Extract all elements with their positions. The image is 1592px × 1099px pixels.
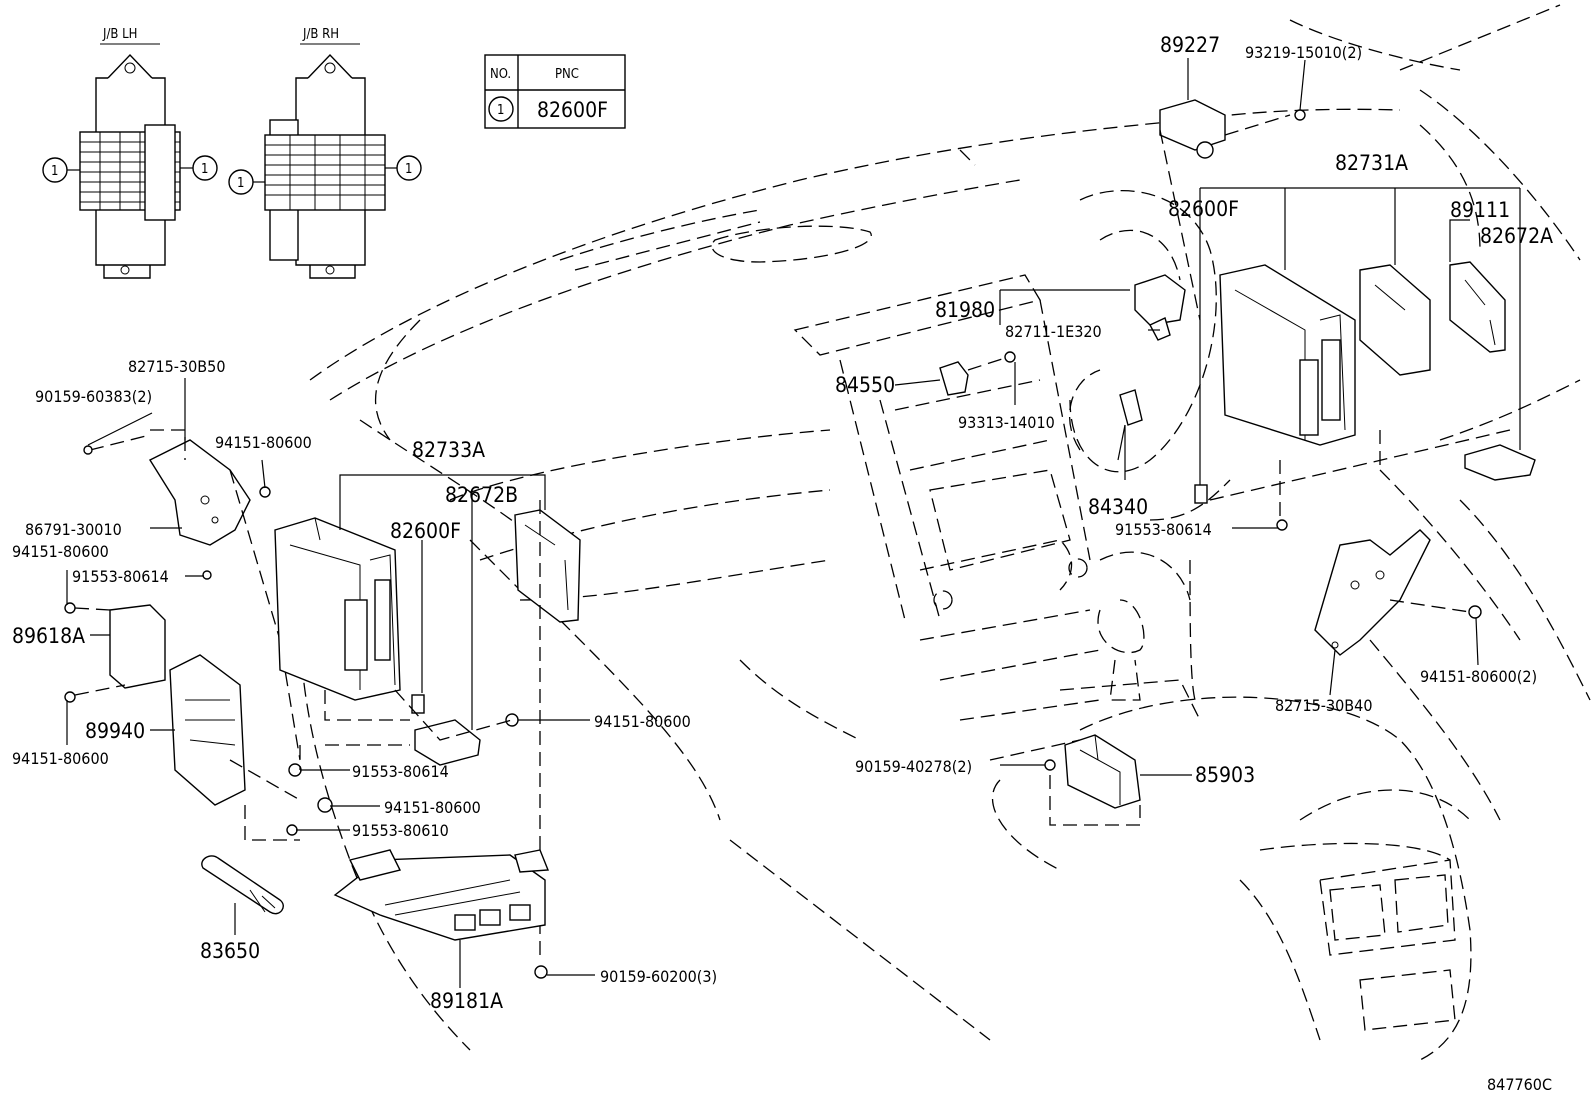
label-94151-80600-c: 94151-80600 <box>12 749 109 768</box>
label-89227: 89227 <box>1160 33 1220 57</box>
label-85903: 85903 <box>1195 763 1255 787</box>
label-94151-80600-b: 94151-80600 <box>12 542 109 561</box>
pnc-header-pnc: PNC <box>555 67 579 82</box>
label-94151-80600-e: 94151-80600 <box>384 798 481 817</box>
label-91553-80614-b: 91553-80614 <box>352 762 449 781</box>
label-91553-80614-a: 91553-80614 <box>72 567 169 586</box>
pnc-header-no: NO. <box>490 67 511 82</box>
label-91553-80610: 91553-80610 <box>352 821 449 840</box>
label-82733A: 82733A <box>412 438 485 462</box>
label-82672B: 82672B <box>445 483 518 507</box>
jb-lh-ref-left: 1 <box>51 164 58 179</box>
label-94151-80600-d: 94151-80600 <box>594 712 691 731</box>
label-89940: 89940 <box>85 719 145 743</box>
label-90159-60383: 90159-60383(2) <box>35 387 152 406</box>
jb-rh-ref-left: 1 <box>237 176 244 191</box>
label-82731A: 82731A <box>1335 151 1408 175</box>
label-82715-30B50: 82715-30B50 <box>128 357 225 376</box>
label-86791-30010: 86791-30010 <box>25 520 122 539</box>
center-left-modules <box>274 500 581 979</box>
pnc-row-no: 1 <box>497 103 504 118</box>
label-89181A: 89181A <box>430 989 503 1013</box>
label-82672A: 82672A <box>1480 224 1553 248</box>
label-91553-80614-c: 91553-80614 <box>1115 520 1212 539</box>
pnc-table: NO. PNC 1 82600F <box>484 54 626 129</box>
junction-block-rh: J/B RH 1 1 <box>228 27 422 279</box>
jb-lh-title: J/B LH <box>102 27 137 42</box>
label-81980: 81980 <box>935 298 995 322</box>
label-82600F-right: 82600F <box>1168 197 1239 221</box>
label-82715-30B40: 82715-30B40 <box>1275 696 1372 715</box>
jb-rh-ref-right: 1 <box>405 162 412 177</box>
left-parts <box>64 429 301 915</box>
pnc-row-value: 82600F <box>537 98 608 122</box>
leader-lines <box>66 58 1521 988</box>
label-94151-80600-f: 94151-80600(2) <box>1420 667 1537 686</box>
label-84340: 84340 <box>1088 495 1148 519</box>
jb-rh-title: J/B RH <box>302 27 339 42</box>
upper-right-modules <box>939 99 1536 656</box>
label-89618A: 89618A <box>12 624 85 648</box>
junction-block-lh: J/B LH 1 1 <box>42 27 218 279</box>
console-switch-85903 <box>1044 734 1141 826</box>
label-84550: 84550 <box>835 373 895 397</box>
label-90159-40278: 90159-40278(2) <box>855 757 972 776</box>
label-94151-80600-a: 94151-80600 <box>215 433 312 452</box>
label-93313-14010: 93313-14010 <box>958 413 1055 432</box>
jb-lh-ref-right: 1 <box>201 162 208 177</box>
label-82600F-left: 82600F <box>390 519 461 543</box>
label-90159-60200: 90159-60200(3) <box>600 967 717 986</box>
label-93219-15010: 93219-15010(2) <box>1245 43 1362 62</box>
diagram-id: 847760C <box>1487 1075 1552 1094</box>
label-89111: 89111 <box>1450 198 1510 222</box>
callout-labels: 82715-30B50 90159-60383(2) 94151-80600 8… <box>12 33 1553 1094</box>
label-83650: 83650 <box>200 939 260 963</box>
label-82711-1E320: 82711-1E320 <box>1005 322 1102 341</box>
